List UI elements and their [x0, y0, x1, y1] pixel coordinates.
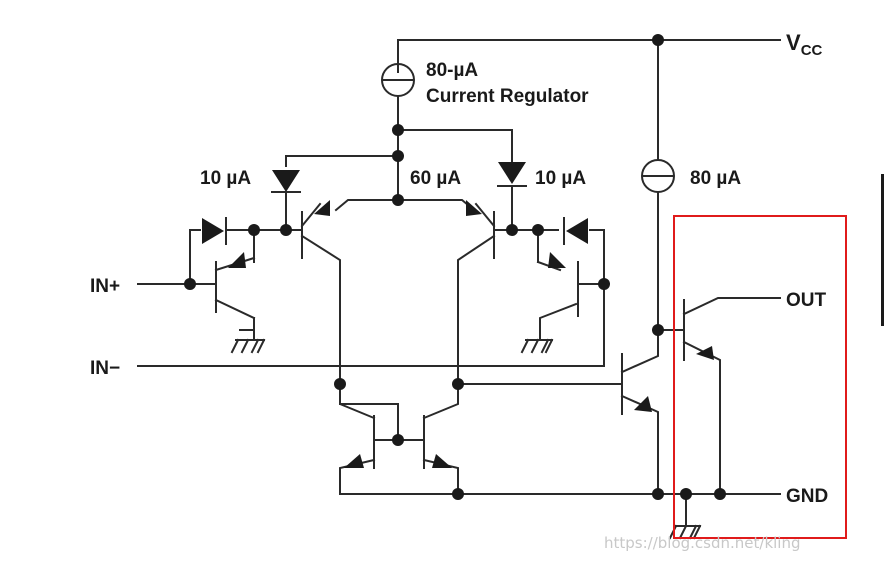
- regulator-name-label: Current Regulator: [426, 86, 589, 107]
- diode-icon: [566, 218, 588, 244]
- in-plus-label: IN+: [90, 276, 120, 297]
- right-diode-current-label: 10 µA: [535, 168, 586, 189]
- current-source-regulator: [381, 63, 415, 97]
- junction-dots: [184, 34, 726, 500]
- transistor-bars: [214, 211, 685, 469]
- current-source-80ua: [641, 159, 675, 193]
- diodes: [202, 162, 588, 245]
- source-current-label: 80 µA: [690, 168, 741, 189]
- emitter-arrows: [228, 200, 714, 468]
- out-label: OUT: [786, 290, 827, 311]
- gnd-label: GND: [786, 486, 828, 507]
- watermark-text: https://blog.csdn.net/kling: [604, 534, 801, 552]
- left-diode-current-label: 10 µA: [200, 168, 251, 189]
- diode-icon: [202, 218, 224, 244]
- diode-icon: [498, 162, 526, 184]
- regulator-current-label: 80-µA: [426, 60, 478, 81]
- ground-symbols: [230, 317, 702, 540]
- in-minus-label: IN−: [90, 358, 120, 379]
- highlight-box: [673, 215, 847, 539]
- wires: [137, 39, 781, 527]
- vcc-label: VCC: [786, 30, 823, 59]
- diode-icon: [272, 170, 300, 192]
- edge-bar: [881, 174, 884, 326]
- ground-icon: [520, 338, 554, 354]
- ground-icon: [230, 338, 266, 354]
- mid-current-label: 60 µA: [410, 168, 461, 189]
